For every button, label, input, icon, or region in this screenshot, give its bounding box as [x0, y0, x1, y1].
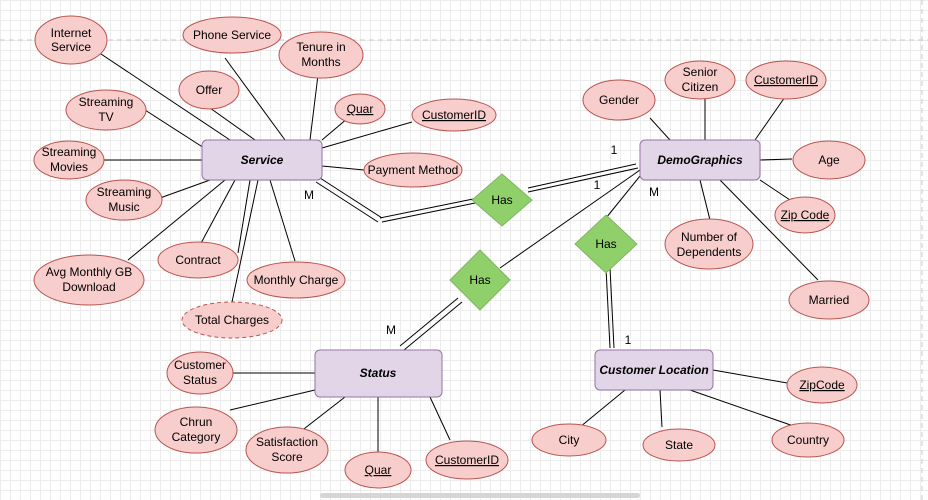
attr-age[interactable]: Age	[792, 140, 866, 180]
svg-text:Satisfaction: Satisfaction	[256, 435, 318, 449]
service-attributes: Internet Service Phone Service Tenure in…	[33, 15, 497, 339]
attr-state[interactable]: State	[642, 428, 716, 462]
attr-zip-code-demographics[interactable]: Zip Code	[774, 196, 836, 234]
attr-contract[interactable]: Contract	[157, 241, 239, 279]
svg-text:Payment Method: Payment Method	[368, 163, 459, 177]
attr-total-charges[interactable]: Total Charges	[181, 301, 283, 339]
svg-text:Citizen: Citizen	[682, 80, 719, 94]
svg-text:Customer: Customer	[174, 358, 226, 372]
attr-streaming-music[interactable]: Streaming Music	[85, 179, 163, 221]
svg-text:Zip Code: Zip Code	[781, 208, 830, 222]
attr-offer[interactable]: Offer	[178, 70, 240, 110]
attr-satisfaction-score[interactable]: Satisfaction Score	[245, 426, 329, 474]
attr-tenure-in-months[interactable]: Tenure in Months	[278, 31, 364, 79]
svg-text:Internet: Internet	[51, 26, 92, 40]
svg-text:CustomerID: CustomerID	[435, 453, 499, 467]
svg-text:Status: Status	[183, 373, 217, 387]
attr-customer-id-status[interactable]: CustomerID	[425, 440, 509, 480]
svg-text:Quar: Quar	[365, 463, 392, 477]
cardinality-demographics-1-service: 1	[611, 143, 618, 157]
attr-payment-method[interactable]: Payment Method	[363, 152, 463, 188]
svg-text:Number of: Number of	[681, 230, 738, 244]
cardinality-demographics-m-location: M	[649, 185, 659, 199]
svg-text:Contract: Contract	[175, 253, 221, 267]
svg-text:Has: Has	[595, 237, 616, 251]
svg-text:ZipCode: ZipCode	[799, 378, 845, 392]
svg-text:Senior: Senior	[683, 65, 718, 79]
svg-text:Country: Country	[787, 433, 829, 447]
svg-text:Streaming: Streaming	[42, 145, 97, 159]
svg-text:CustomerID: CustomerID	[754, 73, 818, 87]
svg-text:Streaming: Streaming	[97, 185, 152, 199]
attr-internet-service[interactable]: Internet Service	[34, 15, 108, 65]
cardinality-location-1: 1	[625, 333, 632, 347]
attr-senior-citizen[interactable]: Senior Citizen	[664, 60, 736, 100]
svg-text:Dependents: Dependents	[677, 245, 742, 259]
svg-text:Streaming: Streaming	[79, 95, 134, 109]
demographics-attributes: Gender Senior Citizen CustomerID Age Zip…	[582, 60, 870, 320]
relationship-demographics-location[interactable]: Has	[574, 214, 638, 274]
cardinality-status-m: M	[386, 323, 396, 337]
svg-text:DemoGraphics: DemoGraphics	[657, 153, 743, 167]
attr-monthly-charge[interactable]: Monthly Charge	[246, 261, 346, 299]
svg-text:Service: Service	[241, 153, 284, 167]
svg-text:Married: Married	[809, 293, 850, 307]
svg-text:Gender: Gender	[599, 93, 639, 107]
attr-married[interactable]: Married	[788, 280, 870, 320]
attr-quar-service[interactable]: Quar	[334, 93, 386, 125]
svg-text:Service: Service	[51, 40, 91, 54]
svg-text:Monthly Charge: Monthly Charge	[254, 273, 339, 287]
attr-avg-monthly-gb-download[interactable]: Avg Monthly GB Download	[33, 254, 145, 306]
svg-text:Score: Score	[271, 450, 303, 464]
svg-text:Has: Has	[469, 273, 490, 287]
svg-text:Months: Months	[301, 55, 340, 69]
svg-text:CustomerID: CustomerID	[422, 108, 486, 122]
attr-number-of-dependents[interactable]: Number of Dependents	[664, 218, 754, 270]
relationship-status-demographics[interactable]: Has	[449, 249, 511, 311]
entity-customer-location[interactable]: Customer Location	[594, 349, 714, 391]
svg-text:Customer Location: Customer Location	[599, 363, 708, 377]
svg-text:Offer: Offer	[196, 83, 222, 97]
attr-country[interactable]: Country	[771, 422, 845, 458]
svg-text:Quar: Quar	[347, 102, 374, 116]
relationship-service-demographics[interactable]: Has	[471, 173, 533, 227]
attr-gender[interactable]: Gender	[582, 79, 656, 121]
attr-customer-id-demographics[interactable]: CustomerID	[745, 60, 827, 100]
svg-text:Age: Age	[818, 153, 840, 167]
attr-customer-id-service[interactable]: CustomerID	[411, 98, 497, 132]
svg-text:State: State	[665, 438, 693, 452]
attr-quar-status[interactable]: Quar	[344, 451, 412, 489]
svg-text:Avg Monthly GB: Avg Monthly GB	[46, 265, 132, 279]
location-attributes: City State ZipCode Country	[531, 366, 858, 462]
svg-text:Music: Music	[108, 200, 139, 214]
cardinality-demographics-1-status: 1	[594, 178, 601, 192]
svg-text:Category: Category	[172, 430, 221, 444]
connector-lines	[94, 49, 819, 452]
cardinality-service-m: M	[304, 188, 314, 202]
entity-status[interactable]: Status	[314, 349, 443, 398]
attr-zipcode-location[interactable]: ZipCode	[786, 366, 858, 404]
svg-text:TV: TV	[98, 110, 113, 124]
entity-demographics[interactable]: DemoGraphics	[639, 139, 761, 181]
svg-text:Download: Download	[62, 280, 115, 294]
entity-service[interactable]: Service	[201, 139, 323, 181]
attr-churn-category[interactable]: Chrun Category	[154, 406, 238, 454]
svg-text:Phone Service: Phone Service	[193, 28, 271, 42]
status-attributes: Customer Status Chrun Category Satisfact…	[154, 351, 509, 489]
svg-text:Status: Status	[360, 366, 397, 380]
attr-customer-status[interactable]: Customer Status	[166, 351, 234, 395]
svg-text:Movies: Movies	[50, 160, 88, 174]
svg-text:Tenure in: Tenure in	[296, 40, 345, 54]
svg-text:Has: Has	[491, 193, 512, 207]
attr-phone-service[interactable]: Phone Service	[182, 16, 282, 54]
attr-streaming-tv[interactable]: Streaming TV	[65, 89, 147, 131]
attr-city[interactable]: City	[531, 423, 607, 457]
svg-text:Chrun: Chrun	[180, 415, 213, 429]
svg-text:Total Charges: Total Charges	[195, 313, 269, 327]
svg-text:City: City	[559, 433, 580, 447]
attr-streaming-movies[interactable]: Streaming Movies	[33, 140, 105, 180]
horizontal-scrollbar[interactable]	[320, 493, 640, 498]
